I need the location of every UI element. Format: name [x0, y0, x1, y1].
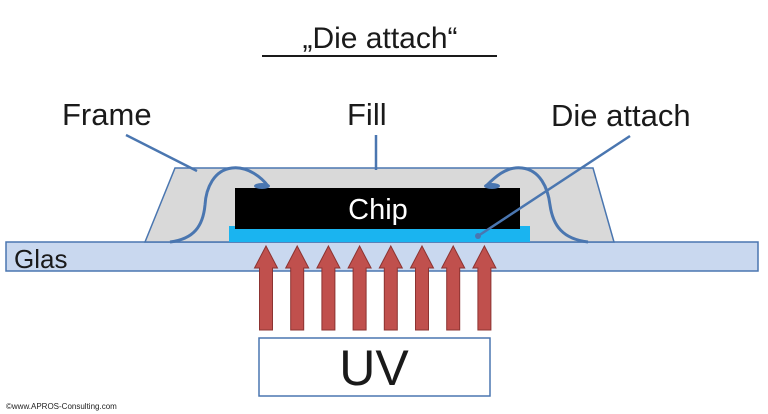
- uv-arrow: [253, 244, 279, 331]
- fill-label: Fill: [347, 97, 387, 132]
- uv-label: UV: [339, 340, 409, 396]
- uv-arrow: [347, 244, 372, 331]
- die-attach-label: Die attach: [551, 98, 691, 133]
- bond-pad-right: [484, 183, 500, 189]
- bond-wire-left: [169, 166, 270, 244]
- uv-box: [258, 337, 491, 397]
- frame-leader-line: [125, 133, 198, 173]
- die-attach-layer: [229, 226, 530, 242]
- frame-label: Frame: [62, 97, 152, 132]
- die-attach-leader-line: [477, 134, 631, 238]
- uv-arrow: [316, 244, 341, 331]
- glass-plate: [5, 241, 759, 272]
- uv-arrow: [284, 244, 310, 331]
- chip: [235, 188, 520, 229]
- uv-arrow: [472, 244, 497, 331]
- uv-arrow: [409, 244, 435, 331]
- bond-pad-left: [254, 183, 270, 189]
- die-attach-leader-dot: [475, 233, 481, 239]
- uv-arrows: [253, 244, 497, 331]
- uv-arrow: [378, 244, 404, 331]
- chip-label: Chip: [348, 194, 408, 226]
- glas-label: Glas: [14, 244, 67, 274]
- uv-arrow: [440, 244, 466, 331]
- copyright-text: ©www.APROS-Consulting.com: [6, 402, 117, 411]
- bond-wire-right: [484, 166, 589, 244]
- diagram-title: „Die attach“: [302, 22, 457, 55]
